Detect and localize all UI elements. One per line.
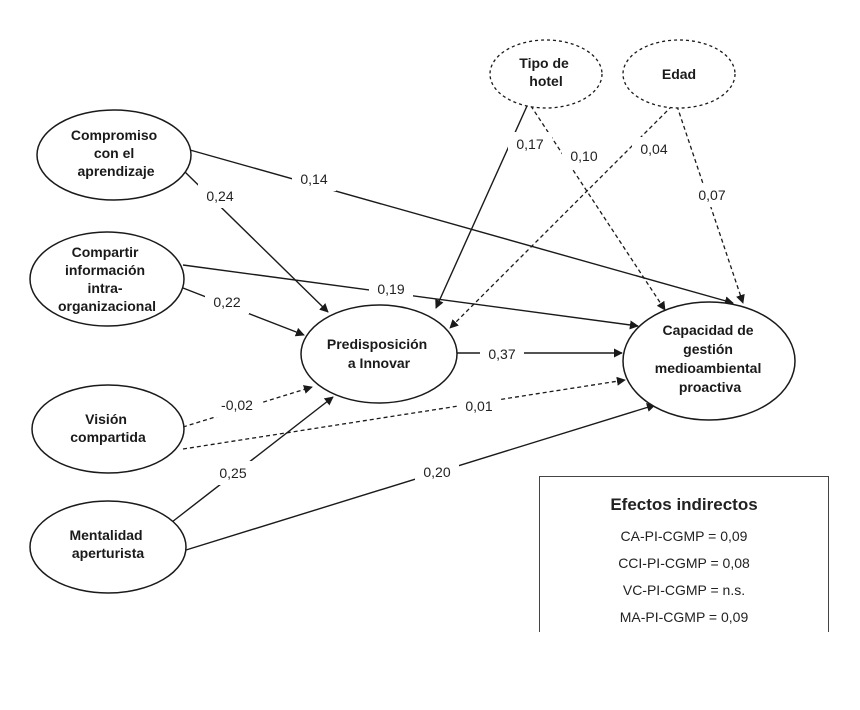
indirect-effects-title: Efectos indirectos [610,495,758,514]
node-tipo-hotel-label: Tipo de hotel [519,55,572,89]
coef-tipo-cgmp: 0,10 [562,144,606,168]
coefficient-labels: 0,24 0,14 0,22 0,19 -0,02 0,01 0,25 0,2 [198,132,734,485]
svg-text:0,07: 0,07 [698,187,725,203]
node-compartir: Compartir información intra- organizacio… [29,231,185,327]
edge-vision-pi [182,385,313,428]
coef-edad-cgmp: 0,07 [690,183,734,207]
node-vision-shape [31,384,185,474]
indirect-effect-item: CA-PI-CGMP = 0,09 [620,528,748,544]
coef-mentalidad-pi: 0,25 [211,461,255,485]
node-compartir-shape [29,231,185,327]
node-vision-label: Visión compartida [70,411,146,445]
node-mentalidad-label: Mentalidad aperturista [69,527,146,561]
edge-mentalidad-pi [171,396,334,523]
svg-text:-0,02: -0,02 [221,397,253,413]
coef-mentalidad-cgmp: 0,20 [415,460,459,484]
node-capacidad: Capacidad de gestión medioambiental proa… [622,301,796,421]
svg-text:0,37: 0,37 [488,346,515,362]
svg-text:0,25: 0,25 [219,465,246,481]
indirect-effect-item: CCI-PI-CGMP = 0,08 [618,555,750,571]
coef-vision-pi: -0,02 [212,393,262,417]
coef-edad-pi: 0,04 [632,137,676,161]
svg-text:0,10: 0,10 [570,148,597,164]
svg-text:0,22: 0,22 [213,294,240,310]
node-compromiso-label: Compromiso con el aprendizaje [71,127,161,179]
coef-pi-cgmp: 0,37 [480,342,524,366]
coef-compartir-cgmp: 0,19 [369,277,413,301]
svg-text:0,19: 0,19 [377,281,404,297]
coef-compartir-pi: 0,22 [205,290,249,314]
node-capacidad-label: Capacidad de gestión medioambiental proa… [655,322,765,395]
node-vision: Visión compartida [31,384,185,474]
node-edad-label: Edad [662,66,696,82]
node-predisposicion-shape [300,304,458,404]
node-mentalidad-shape [29,500,187,594]
node-compartir-label: Compartir información intra- organizacio… [58,244,156,314]
svg-text:0,20: 0,20 [423,464,450,480]
node-capacidad-shape [622,301,796,421]
indirect-effect-item: MA-PI-CGMP = 0,09 [619,609,749,625]
svg-text:0,14: 0,14 [300,171,327,187]
coef-compromiso-pi: 0,24 [198,184,242,208]
coef-vision-cgmp: 0,01 [457,394,501,418]
node-edad-shape [622,39,736,109]
node-predisposicion-label: Predisposición a Innovar [327,336,431,371]
node-mentalidad: Mentalidad aperturista [29,500,187,594]
svg-text:0,24: 0,24 [206,188,233,204]
node-tipo-hotel: Tipo de hotel [489,39,603,109]
node-edad: Edad [622,39,736,109]
node-predisposicion: Predisposición a Innovar [300,304,458,404]
indirect-effects-box: Efectos indirectos CA-PI-CGMP = 0,09 CCI… [539,476,829,632]
edge-vision-cgmp [182,376,626,450]
edge-tipo-cgmp [526,99,666,311]
indirect-effect-item: VC-PI-CGMP = n.s. [622,582,746,598]
svg-text:0,17: 0,17 [516,136,543,152]
node-compromiso: Compromiso con el aprendizaje [36,109,192,201]
svg-text:0,04: 0,04 [640,141,667,157]
coef-tipo-pi: 0,17 [508,132,552,156]
node-tipo-hotel-shape [489,39,603,109]
edge-compromiso-cgmp [189,149,734,306]
coef-compromiso-cgmp: 0,14 [292,167,336,191]
node-compromiso-shape [36,109,192,201]
svg-text:0,01: 0,01 [465,398,492,414]
